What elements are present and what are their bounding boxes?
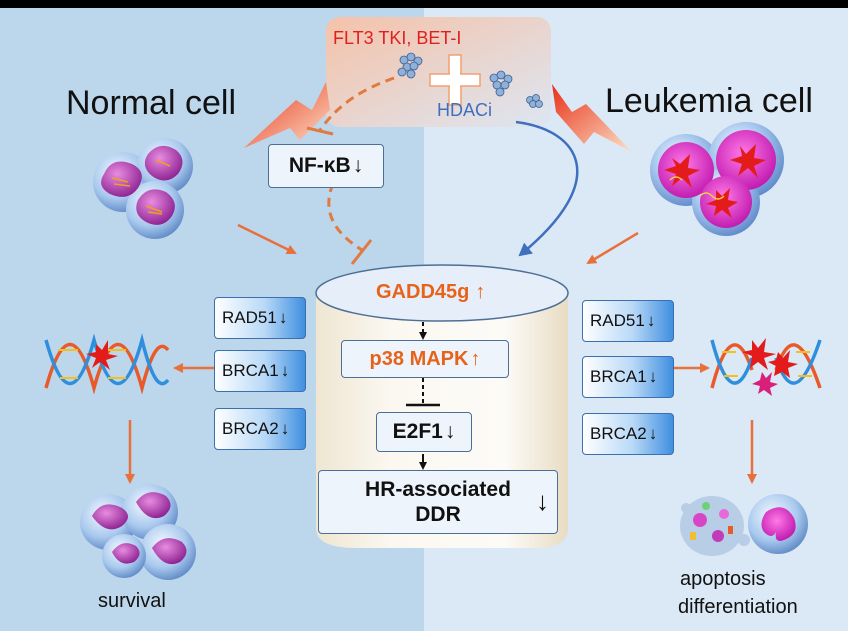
apoptosis-label: apoptosis	[680, 568, 766, 590]
right-gene-brca1: BRCA1↓	[582, 356, 674, 398]
inhibit-curve-gadd	[327, 169, 363, 252]
down-arrow-icon: ↓	[536, 486, 549, 516]
normal-dna-helix-icon	[44, 333, 170, 395]
inhibit-curve-nfkb	[318, 76, 395, 131]
gene-label: RAD51	[590, 311, 645, 330]
drug-combo-box	[326, 17, 551, 127]
gene-label: BRCA1	[590, 367, 647, 386]
drug-molecule-icon	[526, 94, 543, 108]
down-arrow-icon: ↓	[280, 419, 290, 438]
nfkb-label: NF-κB	[288, 154, 351, 177]
leukemia-dna-helix-icon	[710, 338, 822, 396]
down-arrow-icon: ↓	[648, 424, 658, 443]
hdac-arrow	[515, 120, 579, 257]
gene-label: RAD51	[222, 308, 277, 327]
drug-molecule-icon	[397, 52, 423, 79]
drug-molecule-icon	[489, 70, 513, 97]
right-gene-rad51: RAD51↓	[582, 300, 674, 342]
hr-ddr-line1: HR-associated	[365, 478, 511, 501]
lightning-left-icon	[244, 82, 330, 148]
p38-mapk-label: p38 MAPK	[369, 347, 469, 370]
down-arrow-icon: ↓	[444, 420, 456, 443]
up-arrow-icon: ↑	[470, 347, 481, 370]
leukemia-cells-icon	[650, 122, 784, 236]
gene-label: BRCA2	[590, 424, 647, 443]
differentiation-label: differentiation	[678, 596, 798, 618]
drug-combo-label: FLT3 TKI, BET-I	[333, 28, 462, 48]
arrow-normal-to-center	[237, 223, 297, 255]
hr-ddr-line2: DDR	[415, 503, 461, 526]
left-gene-rad51: RAD51↓	[214, 297, 306, 339]
inhibit-bar-nfkb	[306, 126, 334, 136]
down-arrow-icon: ↓	[278, 308, 288, 327]
p38-mapk-box: p38 MAPK↑	[341, 340, 509, 378]
up-arrow-icon: ↑	[475, 281, 486, 303]
leukemia-cell-title: Leukemia cell	[605, 82, 813, 120]
hdac-label: HDACi	[437, 100, 493, 120]
gadd-ellipse	[315, 264, 569, 322]
nfkb-box: NF-κB↓	[268, 144, 384, 188]
gadd45g-text: GADD45g	[376, 281, 470, 303]
down-arrow-icon: ↓	[352, 154, 364, 177]
right-gene-brca2: BRCA2↓	[582, 413, 674, 455]
e2f1-box: E2F1↓	[376, 412, 472, 452]
down-arrow-icon: ↓	[646, 311, 656, 330]
inhibit-bar-gadd	[350, 239, 373, 265]
left-gene-brca1: BRCA1↓	[214, 350, 306, 392]
survival-label: survival	[98, 590, 166, 612]
lightning-right-icon	[552, 84, 632, 152]
arrow-leukemia-to-center	[586, 231, 639, 265]
plus-icon	[429, 54, 481, 106]
top-border	[0, 0, 848, 8]
down-arrow-icon: ↓	[280, 361, 290, 380]
normal-cell-title: Normal cell	[66, 84, 237, 122]
e2f1-label: E2F1	[392, 420, 443, 443]
normal-cells-icon	[93, 138, 193, 239]
hr-ddr-box: HR-associated DDR	[318, 470, 558, 534]
gadd45g-label: GADD45g↑	[376, 281, 485, 304]
apoptosis-cells-icon	[680, 494, 808, 556]
gene-label: BRCA1	[222, 361, 279, 380]
survival-cells-icon	[80, 484, 196, 580]
gene-label: BRCA2	[222, 419, 279, 438]
left-gene-brca2: BRCA2↓	[214, 408, 306, 450]
down-arrow-icon: ↓	[648, 367, 658, 386]
